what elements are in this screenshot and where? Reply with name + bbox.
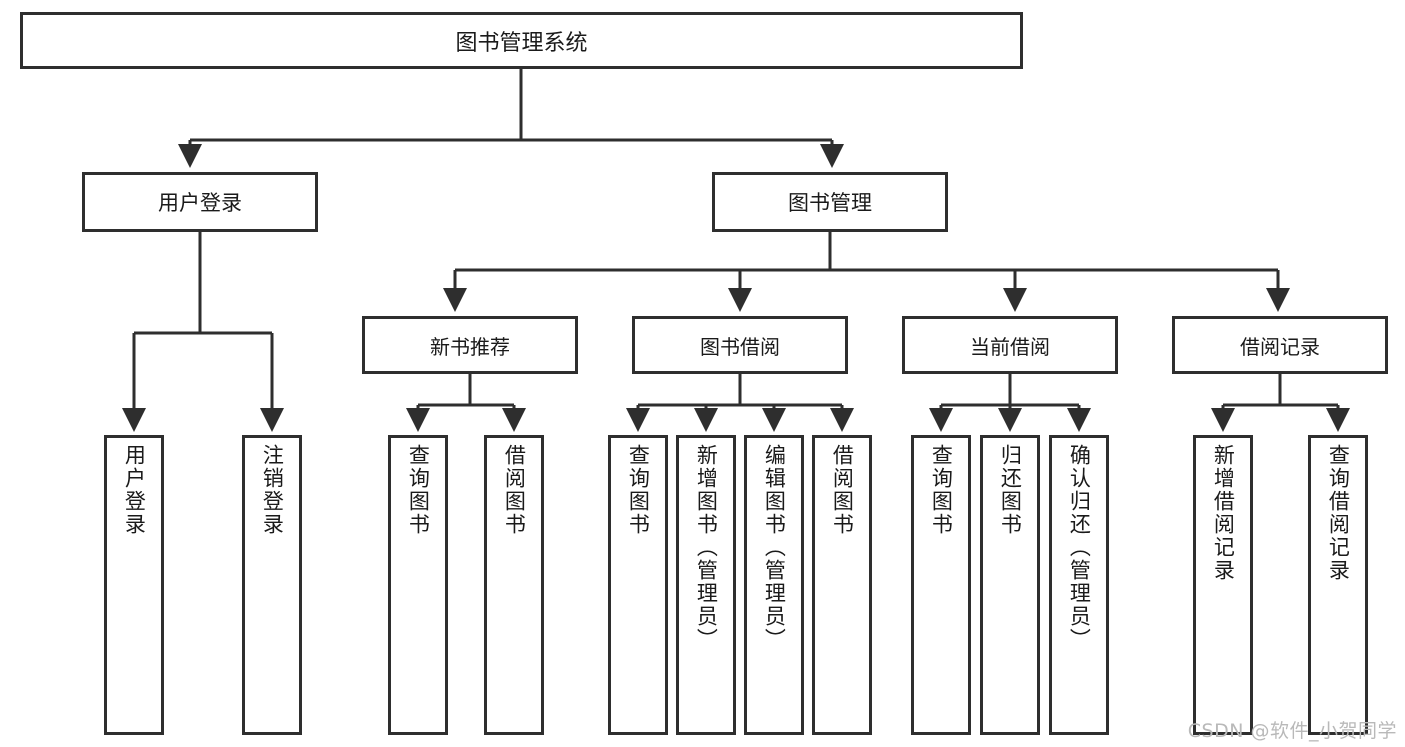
node-borrow-record-label: 借阅记录 (1240, 334, 1320, 359)
node-leaf-query-book-3-label: 查询图书 (929, 444, 954, 536)
node-leaf-user-login[interactable]: 用户登录 (104, 435, 164, 735)
node-leaf-query-book-3[interactable]: 查询图书 (911, 435, 971, 735)
node-leaf-query-book-1[interactable]: 查询图书 (388, 435, 448, 735)
node-borrow-record[interactable]: 借阅记录 (1172, 316, 1388, 374)
node-book-borrow[interactable]: 图书借阅 (632, 316, 848, 374)
node-leaf-confirm-return-label: 确认归还（管理员） (1067, 444, 1092, 651)
node-book-management-label: 图书管理 (788, 191, 872, 215)
node-book-borrow-label: 图书借阅 (700, 334, 780, 359)
node-current-borrow-label: 当前借阅 (970, 334, 1050, 359)
node-leaf-logout[interactable]: 注销登录 (242, 435, 302, 735)
node-leaf-add-book[interactable]: 新增图书（管理员） (676, 435, 736, 735)
node-user-login[interactable]: 用户登录 (82, 172, 318, 232)
node-root[interactable]: 图书管理系统 (20, 12, 1023, 69)
node-leaf-logout-label: 注销登录 (260, 444, 285, 536)
node-leaf-borrow-book-1-label: 借阅图书 (502, 444, 527, 536)
node-leaf-add-record-label: 新增借阅记录 (1211, 444, 1236, 582)
node-leaf-query-record[interactable]: 查询借阅记录 (1308, 435, 1368, 735)
node-leaf-confirm-return[interactable]: 确认归还（管理员） (1049, 435, 1109, 735)
node-leaf-query-record-label: 查询借阅记录 (1326, 444, 1351, 582)
node-leaf-query-book-2-label: 查询图书 (626, 444, 651, 536)
node-new-book-recommend[interactable]: 新书推荐 (362, 316, 578, 374)
node-root-label: 图书管理系统 (455, 30, 588, 56)
node-leaf-borrow-book-1[interactable]: 借阅图书 (484, 435, 544, 735)
node-leaf-edit-book-label: 编辑图书（管理员） (762, 444, 787, 651)
node-leaf-query-book-1-label: 查询图书 (406, 444, 431, 536)
watermark: CSDN @软件_小贺同学 (1187, 720, 1397, 742)
node-new-book-recommend-label: 新书推荐 (430, 334, 510, 359)
node-leaf-borrow-book-2[interactable]: 借阅图书 (812, 435, 872, 735)
node-leaf-add-book-label: 新增图书（管理员） (694, 444, 719, 651)
node-leaf-add-record[interactable]: 新增借阅记录 (1193, 435, 1253, 735)
node-book-management[interactable]: 图书管理 (712, 172, 948, 232)
node-leaf-return-book[interactable]: 归还图书 (980, 435, 1040, 735)
node-leaf-borrow-book-2-label: 借阅图书 (830, 444, 855, 536)
node-leaf-user-login-label: 用户登录 (122, 444, 147, 536)
node-leaf-edit-book[interactable]: 编辑图书（管理员） (744, 435, 804, 735)
node-leaf-query-book-2[interactable]: 查询图书 (608, 435, 668, 735)
node-leaf-return-book-label: 归还图书 (998, 444, 1023, 536)
node-current-borrow[interactable]: 当前借阅 (902, 316, 1118, 374)
node-user-login-label: 用户登录 (158, 191, 242, 215)
